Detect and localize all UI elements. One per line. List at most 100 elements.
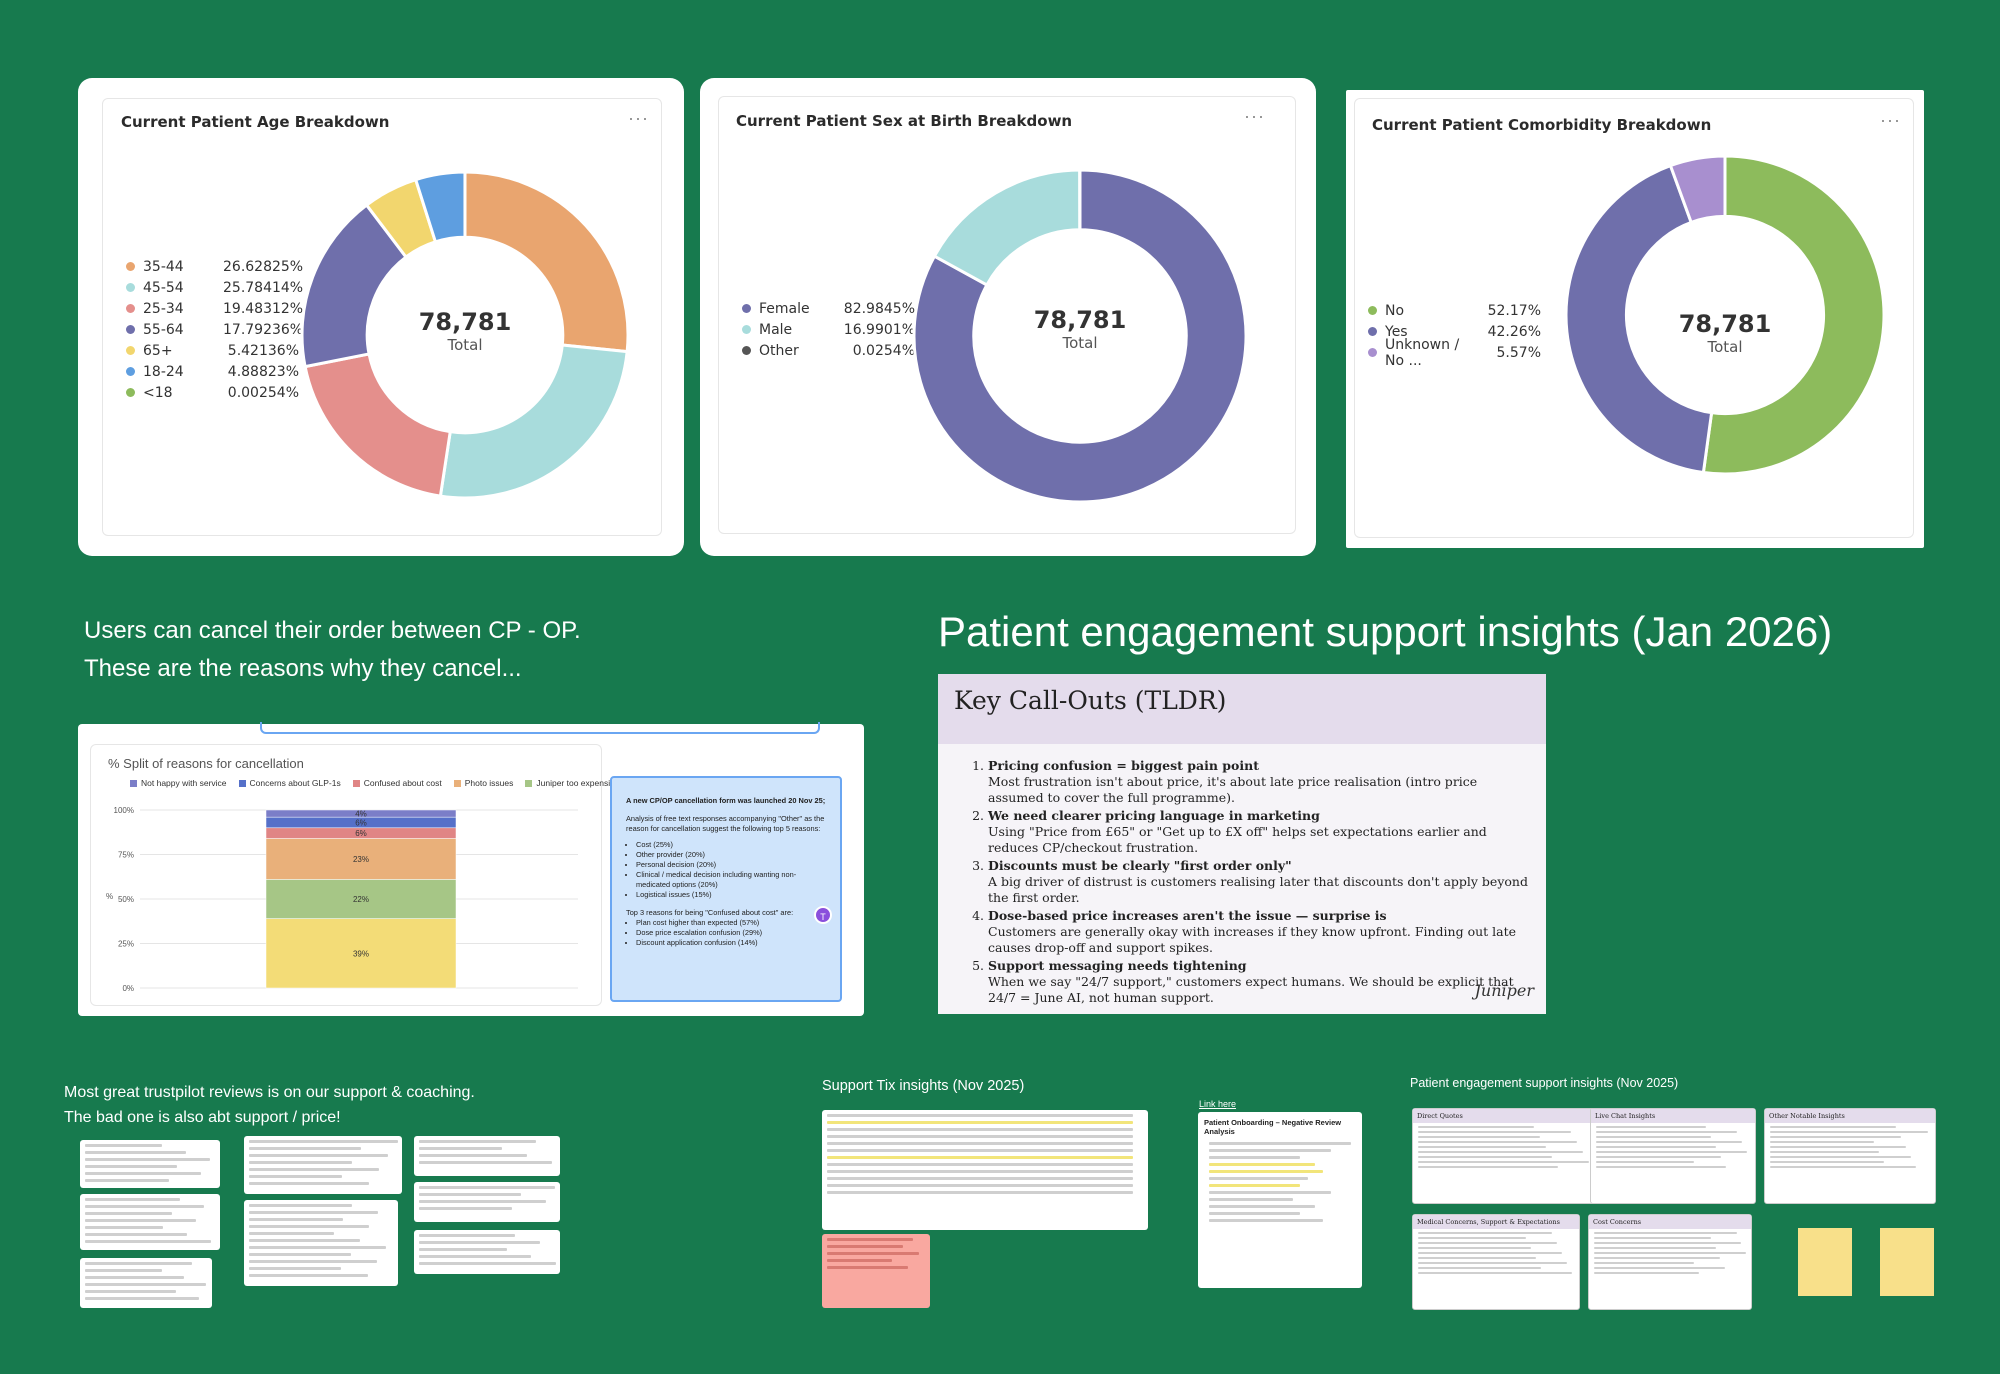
cancel-legend-item[interactable]: Juniper too expensive — [525, 778, 619, 788]
bar-segment[interactable] — [265, 838, 457, 880]
donut-slice-unknown-no-[interactable] — [1668, 154, 1727, 225]
legend-swatch — [126, 283, 135, 292]
note-list-item: Clinical / medical decision including wa… — [636, 870, 826, 890]
trustpilot-review-thumbnail[interactable] — [414, 1136, 560, 1176]
bar-segment-label: 39% — [353, 949, 369, 958]
cancel-note-box: A new CP/OP cancellation form was launch… — [610, 776, 842, 1002]
legend-value: 5.42136% — [227, 342, 299, 359]
age-chart-title: Current Patient Age Breakdown — [121, 113, 390, 131]
engagement-doc-thumbnail[interactable]: Other Notable Insights — [1764, 1108, 1936, 1204]
sex-chart-card: Current Patient Sex at Birth Breakdown ·… — [700, 78, 1316, 556]
avatar[interactable]: T — [814, 906, 832, 924]
engagement-doc-thumbnail[interactable]: Medical Concerns, Support & Expectations — [1412, 1214, 1580, 1310]
cancel-legend-item[interactable]: Photo issues — [453, 778, 513, 788]
engagement-small-heading: Patient engagement support insights (Nov… — [1410, 1076, 1679, 1090]
support-tix-link[interactable]: Link here — [1199, 1099, 1237, 1109]
note-list-item: Dose price escalation confusion (29%) — [636, 928, 826, 938]
comorbidity-total-label: Total — [1707, 338, 1743, 356]
engagement-doc-thumbnail[interactable]: Direct Quotes — [1412, 1108, 1608, 1204]
engagement-doc-title: Direct Quotes — [1413, 1109, 1607, 1123]
trustpilot-review-thumbnail[interactable] — [80, 1194, 220, 1250]
bar-segment-label: 6% — [355, 829, 367, 838]
support-tix-table-thumbnail[interactable] — [822, 1110, 1148, 1230]
cancel-chart-legend: Not happy with service Concerns about GLP… — [130, 778, 670, 788]
cancel-note-para: Analysis of free text responses accompan… — [626, 814, 825, 833]
donut-slice-35-44[interactable] — [463, 170, 630, 354]
trustpilot-review-thumbnail[interactable] — [414, 1182, 560, 1222]
trustpilot-review-thumbnail[interactable] — [80, 1140, 220, 1188]
key-callouts-doc: Key Call-Outs (TLDR) Pricing confusion =… — [938, 674, 1546, 1014]
juniper-logo: Juniper — [1474, 981, 1535, 1000]
bar-segment[interactable] — [265, 879, 457, 919]
donut-slice-male[interactable] — [932, 168, 1082, 287]
donut-slice-45-54[interactable] — [438, 343, 629, 500]
note-list-item: Logistical issues (15%) — [636, 890, 826, 900]
cancel-legend-item[interactable]: Confused about cost — [352, 778, 442, 788]
legend-value: 16.9901% — [843, 321, 915, 338]
legend-item-comorbidity-2[interactable]: Unknown / No ...5.57% — [1368, 337, 1541, 369]
age-chart-menu-icon[interactable]: ··· — [628, 108, 649, 128]
callout-item: We need clearer pricing language in mark… — [988, 808, 1530, 856]
callout-item: Discounts must be clearly "first order o… — [988, 858, 1530, 906]
callout-item-body: When we say "24/7 support," customers ex… — [988, 974, 1514, 1005]
comorbidity-chart-title: Current Patient Comorbidity Breakdown — [1372, 116, 1712, 134]
bar-segment-label: 6% — [355, 818, 367, 827]
trustpilot-review-thumbnail[interactable] — [80, 1258, 212, 1308]
cancel-legend-item[interactable]: Concerns about GLP-1s — [238, 778, 341, 788]
cancel-legend-item[interactable]: Not happy with service — [130, 778, 227, 788]
engagement-doc-thumbnail[interactable]: Live Chat Insights — [1590, 1108, 1756, 1204]
legend-swatch — [126, 367, 135, 376]
engagement-heading: Patient engagement support insights (Jan… — [938, 608, 1833, 655]
callout-item: Pricing confusion = biggest pain pointMo… — [988, 758, 1530, 806]
legend-swatch — [126, 262, 135, 271]
legend-label: 35-44 — [143, 258, 184, 275]
engagement-doc-thumbnail[interactable]: Cost Concerns — [1588, 1214, 1752, 1310]
comorbidity-chart-menu-icon[interactable]: ··· — [1880, 110, 1901, 130]
comorbidity-total-value: 78,781 — [1678, 310, 1772, 338]
legend-value: 17.79236% — [223, 321, 304, 338]
engagement-doc-title: Cost Concerns — [1589, 1215, 1751, 1229]
bar-segment[interactable] — [265, 918, 457, 989]
sex-chart-menu-icon[interactable]: ··· — [1244, 106, 1265, 126]
sex-chart-title: Current Patient Sex at Birth Breakdown — [736, 112, 1073, 130]
legend-swatch — [126, 304, 135, 313]
bar-segment[interactable] — [265, 809, 457, 818]
legend-swatch — [126, 346, 135, 355]
sex-total-value: 78,781 — [1033, 306, 1127, 334]
engagement-doc-title: Live Chat Insights — [1591, 1109, 1755, 1123]
y-tick-label: 75% — [118, 851, 134, 860]
legend-label: No — [1385, 302, 1405, 319]
donut-slice-female[interactable] — [912, 168, 1248, 504]
callout-list: Pricing confusion = biggest pain pointMo… — [938, 744, 1546, 1006]
donut-slice-yes[interactable] — [1564, 163, 1714, 475]
legend-swatch — [1368, 327, 1377, 336]
age-total-label: Total — [447, 336, 483, 354]
donut-slice-no[interactable] — [1701, 154, 1886, 476]
note-list-item: Other provider (20%) — [636, 850, 826, 860]
engagement-doc-title: Other Notable Insights — [1765, 1109, 1935, 1123]
legend-item-age-4[interactable]: 65+5.42136% — [126, 340, 299, 361]
cancel-note-headline: A new CP/OP cancellation form was launch… — [626, 796, 826, 805]
negative-review-doc-thumbnail[interactable]: Patient Onboarding – Negative Review Ana… — [1198, 1112, 1362, 1288]
callout-item-body: Customers are generally okay with increa… — [988, 924, 1517, 955]
trustpilot-review-thumbnail[interactable] — [414, 1230, 560, 1274]
comorbidity-chart-card: Current Patient Comorbidity Breakdown ··… — [1346, 90, 1924, 548]
donut-slice-25-34[interactable] — [303, 352, 452, 498]
trustpilot-review-thumbnail[interactable] — [244, 1136, 402, 1194]
trustpilot-review-thumbnail[interactable] — [244, 1200, 398, 1286]
